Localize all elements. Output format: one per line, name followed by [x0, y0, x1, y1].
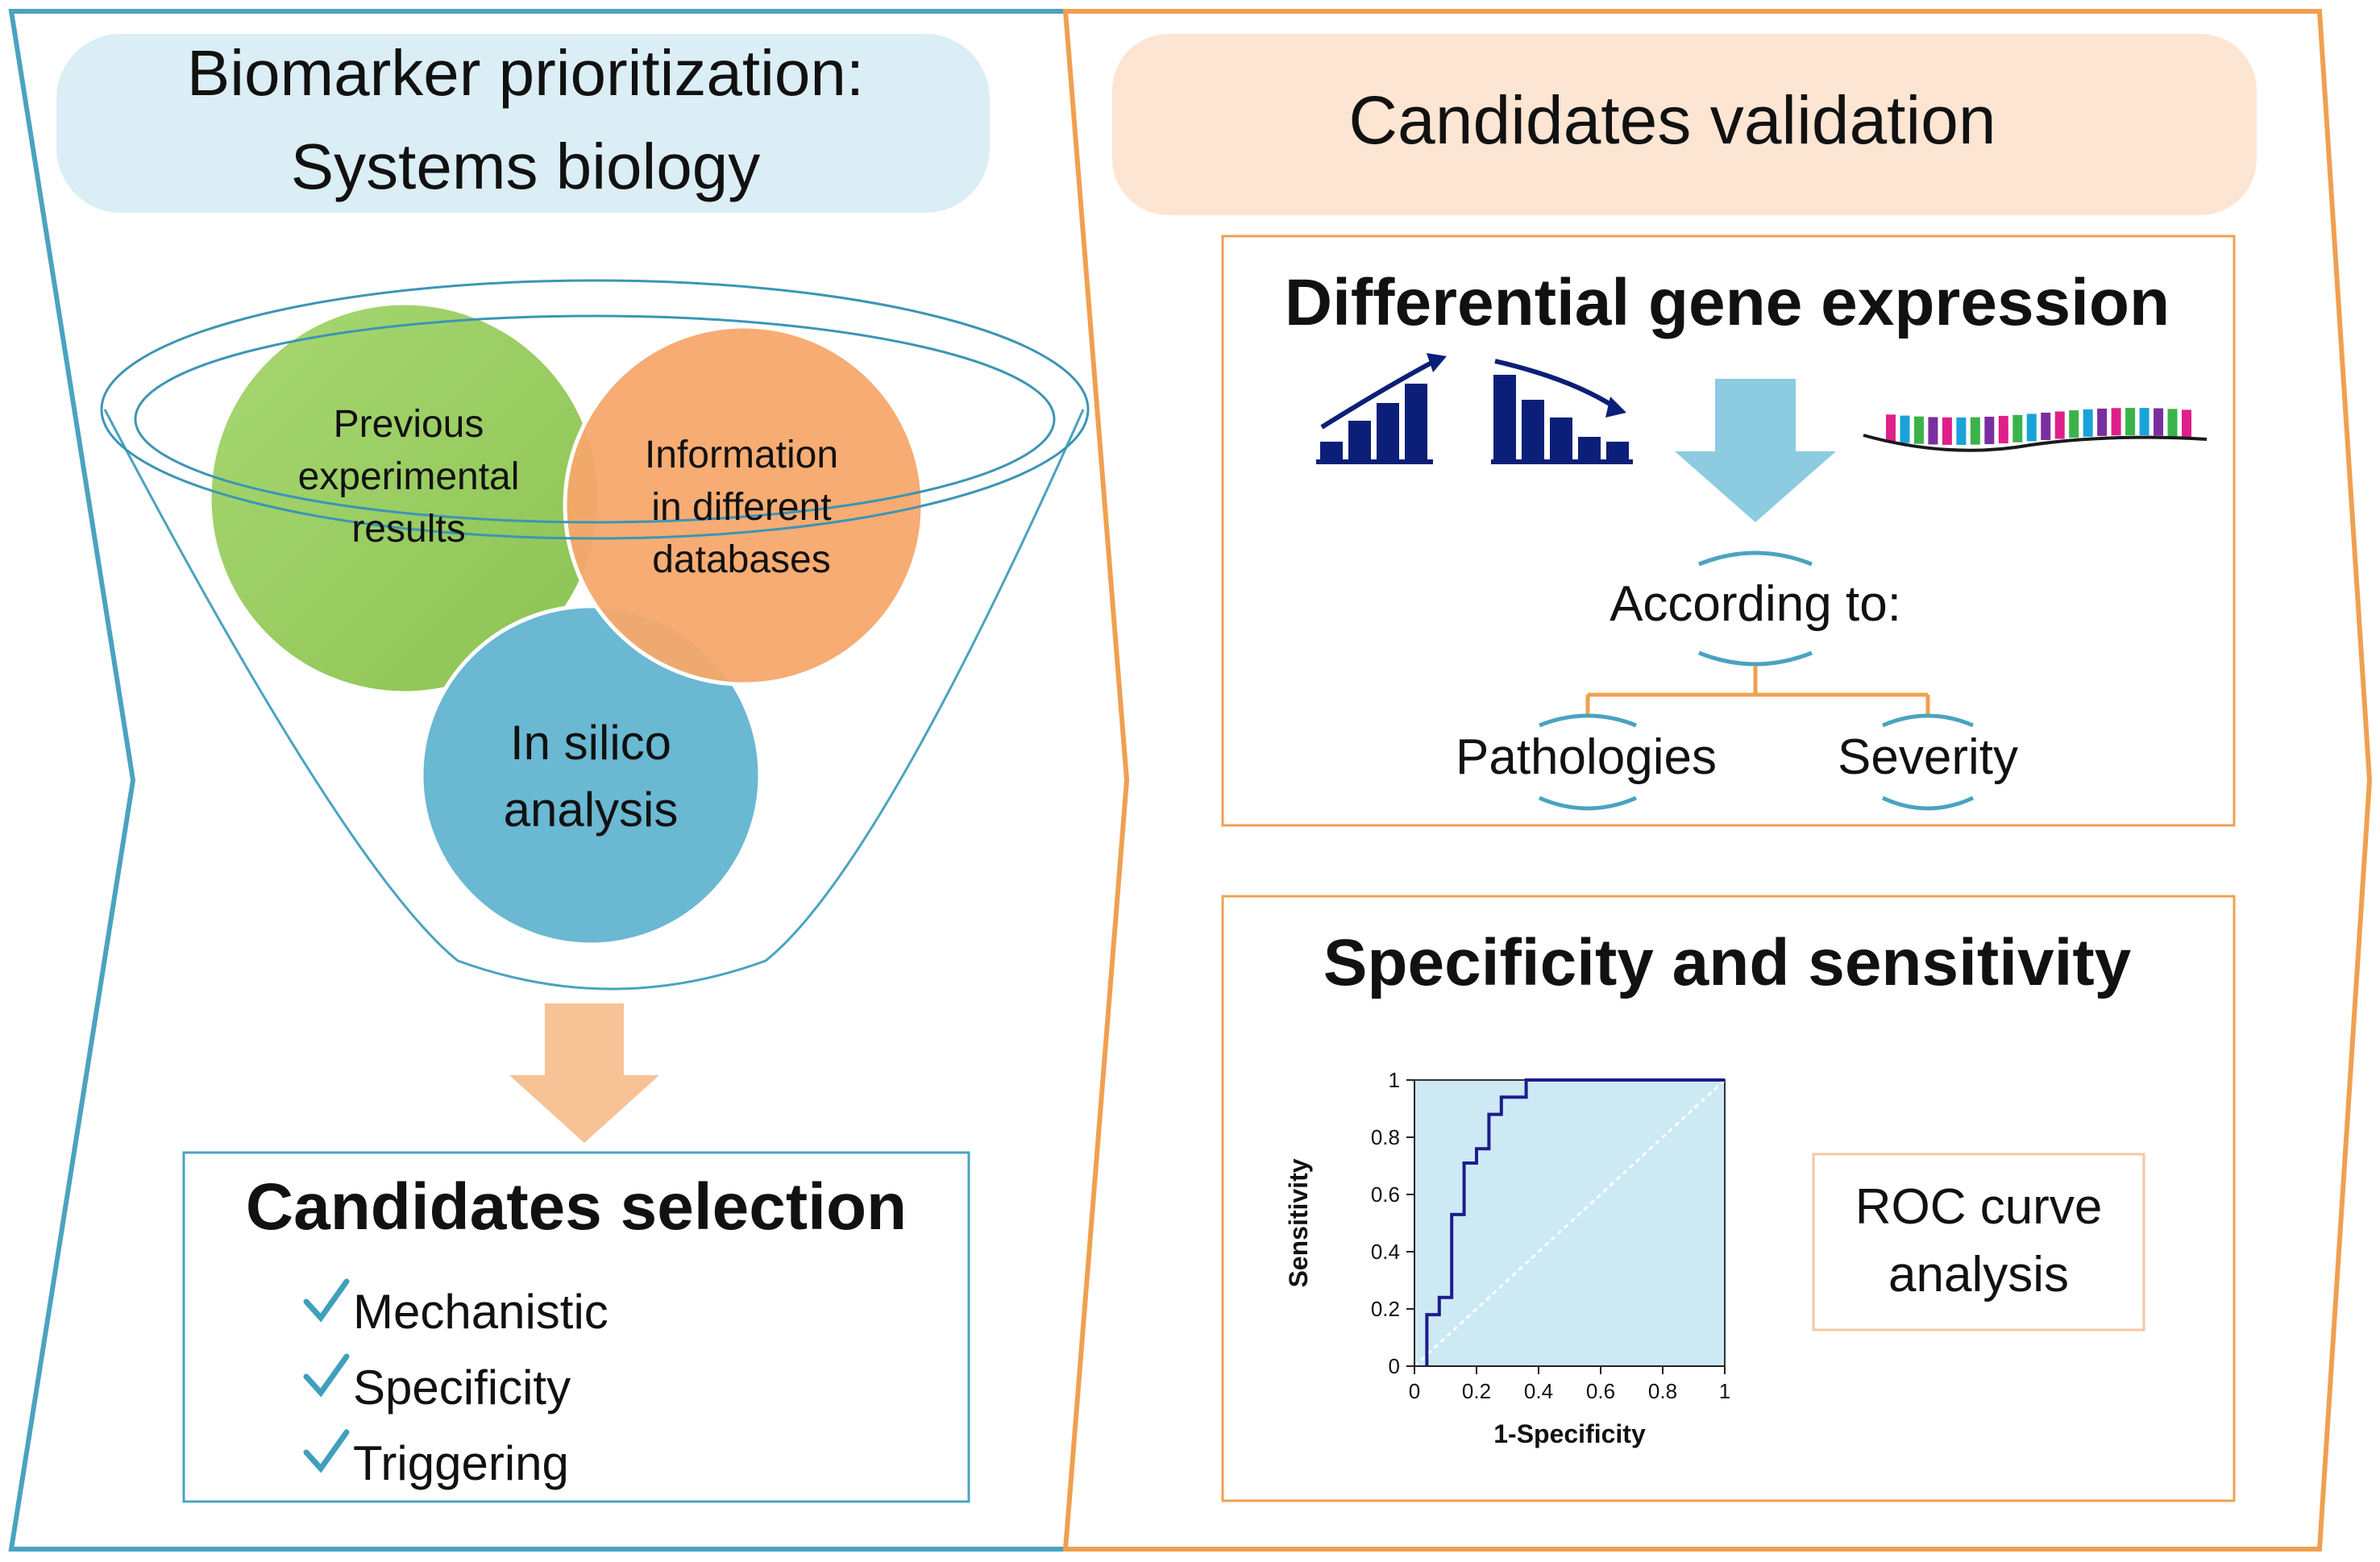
according-to-label: According to: — [1610, 576, 1901, 632]
base-mark — [2083, 409, 2093, 437]
circle-information-line2: in different — [651, 486, 831, 529]
branch-severity-label: Severity — [1838, 729, 2018, 785]
right-header-bar — [1112, 34, 2257, 215]
branch-severity: Severity — [1838, 713, 2018, 811]
candidates-selection-box — [182, 1151, 970, 1503]
according-bracket-bottom — [1698, 650, 1813, 667]
selection-item-label: Specificity — [353, 1361, 571, 1415]
y-tick-label: 0.8 — [1371, 1125, 1400, 1149]
candidates-selection-title: Candidates selection — [246, 1170, 907, 1244]
branch-pathologies-label: Pathologies — [1456, 729, 1717, 785]
x-axis-label: 1-Specificity — [1493, 1419, 1646, 1448]
left-down-arrow — [509, 1003, 659, 1143]
funnel — [103, 409, 1085, 991]
circle-information-label: Information in different databases — [645, 434, 838, 581]
base-mark — [2097, 408, 2108, 436]
circle-insilico-label: In silico analysis — [504, 716, 679, 837]
selection-item-mechanistic: Mechanistic — [303, 1278, 608, 1339]
x-tick-label: 0 — [1409, 1379, 1420, 1403]
x-tick-label: 1 — [1719, 1379, 1730, 1403]
roc-curve — [1425, 1078, 1725, 1366]
roc-label-box — [1812, 1153, 2145, 1331]
base-mark — [2012, 414, 2023, 442]
right-panel: Candidates validation Differential gene … — [1062, 9, 2373, 1552]
x-tick-label: 0.4 — [1524, 1379, 1553, 1403]
roc-label-line1: ROC curve — [1855, 1179, 2103, 1235]
check-icon — [303, 1429, 350, 1473]
y-tick-label: 0.2 — [1371, 1297, 1400, 1321]
base-mark — [2182, 409, 2191, 438]
according-bracket-top — [1698, 550, 1813, 567]
base-mark — [1984, 417, 1995, 445]
base-mark — [1970, 417, 1980, 445]
circle-insilico-line1: In silico — [510, 716, 671, 770]
base-mark — [2041, 412, 2051, 440]
base-mark — [2139, 408, 2149, 436]
roc-label-line2: analysis — [1888, 1247, 2069, 1302]
x-tick-label: 0.8 — [1648, 1379, 1677, 1403]
circle-information-line3: databases — [652, 538, 831, 581]
roc-chart: 0 0.2 0.4 0.6 0.8 1 0 0.2 0.4 0.6 0.8 1 1-Specificit… — [1284, 1068, 1730, 1448]
venn-circles — [207, 301, 925, 947]
funnel-rim-outer — [100, 279, 1090, 540]
rising-bars-icon — [1316, 353, 1447, 464]
y-axis-label: Sensitivity — [1284, 1158, 1313, 1287]
base-mark — [1928, 417, 1938, 445]
x-tick-label: 0.2 — [1462, 1379, 1491, 1403]
left-header-title-line1: Biomarker prioritization: — [187, 37, 864, 109]
right-header-title: Candidates validation — [1348, 82, 1996, 158]
selection-item-triggering: Triggering — [303, 1429, 569, 1490]
base-mark — [1998, 416, 2008, 444]
circle-previous-line1: Previous — [334, 403, 484, 446]
tree-connectors — [1585, 666, 1930, 714]
circle-in-silico — [419, 604, 762, 947]
base-mark — [2111, 408, 2121, 436]
base-mark — [1900, 415, 1910, 443]
according-to-group: According to: — [1610, 550, 1901, 667]
x-tick-label: 0.6 — [1586, 1379, 1615, 1403]
y-tick-label: 0.6 — [1371, 1182, 1400, 1207]
base-mark — [2069, 410, 2079, 438]
funnel-rims — [100, 279, 1090, 540]
selection-item-specificity: Specificity — [303, 1353, 571, 1415]
falling-bars-icon — [1491, 359, 1633, 464]
circle-previous-line2: experimental — [298, 455, 520, 498]
check-icon — [303, 1353, 350, 1398]
specificity-title: Specificity and sensitivity — [1323, 926, 2132, 999]
check-icon — [303, 1278, 350, 1323]
strand-line — [1863, 434, 2208, 452]
sequence-icon — [1863, 408, 2208, 452]
base-mark — [2167, 409, 2178, 437]
y-tick-label: 1 — [1389, 1068, 1400, 1092]
circle-information-line1: Information — [645, 434, 838, 476]
circle-previous-line3: results — [351, 508, 465, 550]
base-mark — [1942, 417, 1952, 445]
base-mark — [2125, 408, 2136, 436]
funnel-body — [103, 409, 1085, 991]
funnel-rim-inner — [134, 314, 1056, 524]
selection-item-label: Mechanistic — [353, 1285, 608, 1339]
circle-previous-label: Previous experimental results — [298, 403, 520, 550]
left-header-title-line2: Systems biology — [291, 131, 760, 202]
left-panel: Biomarker prioritization: Systems biolog… — [8, 9, 1130, 1552]
selection-item-label: Triggering — [353, 1436, 569, 1490]
y-tick-label: 0.4 — [1371, 1240, 1400, 1264]
circle-insilico-line2: analysis — [504, 783, 679, 837]
plot-area — [1414, 1079, 1726, 1367]
base-mark — [1886, 414, 1896, 442]
base-mark — [2154, 408, 2164, 436]
y-tick-label: 0 — [1389, 1354, 1400, 1378]
left-header-bar — [56, 34, 990, 213]
dge-box — [1221, 235, 2236, 827]
branch-pathologies: Pathologies — [1456, 713, 1717, 811]
base-mark — [1956, 417, 1967, 445]
base-mark — [1913, 416, 1924, 444]
base-mark — [2054, 411, 2065, 439]
dge-down-arrow — [1675, 379, 1836, 522]
dge-title: Differential gene expression — [1285, 266, 2170, 339]
base-mark — [2026, 413, 2037, 442]
